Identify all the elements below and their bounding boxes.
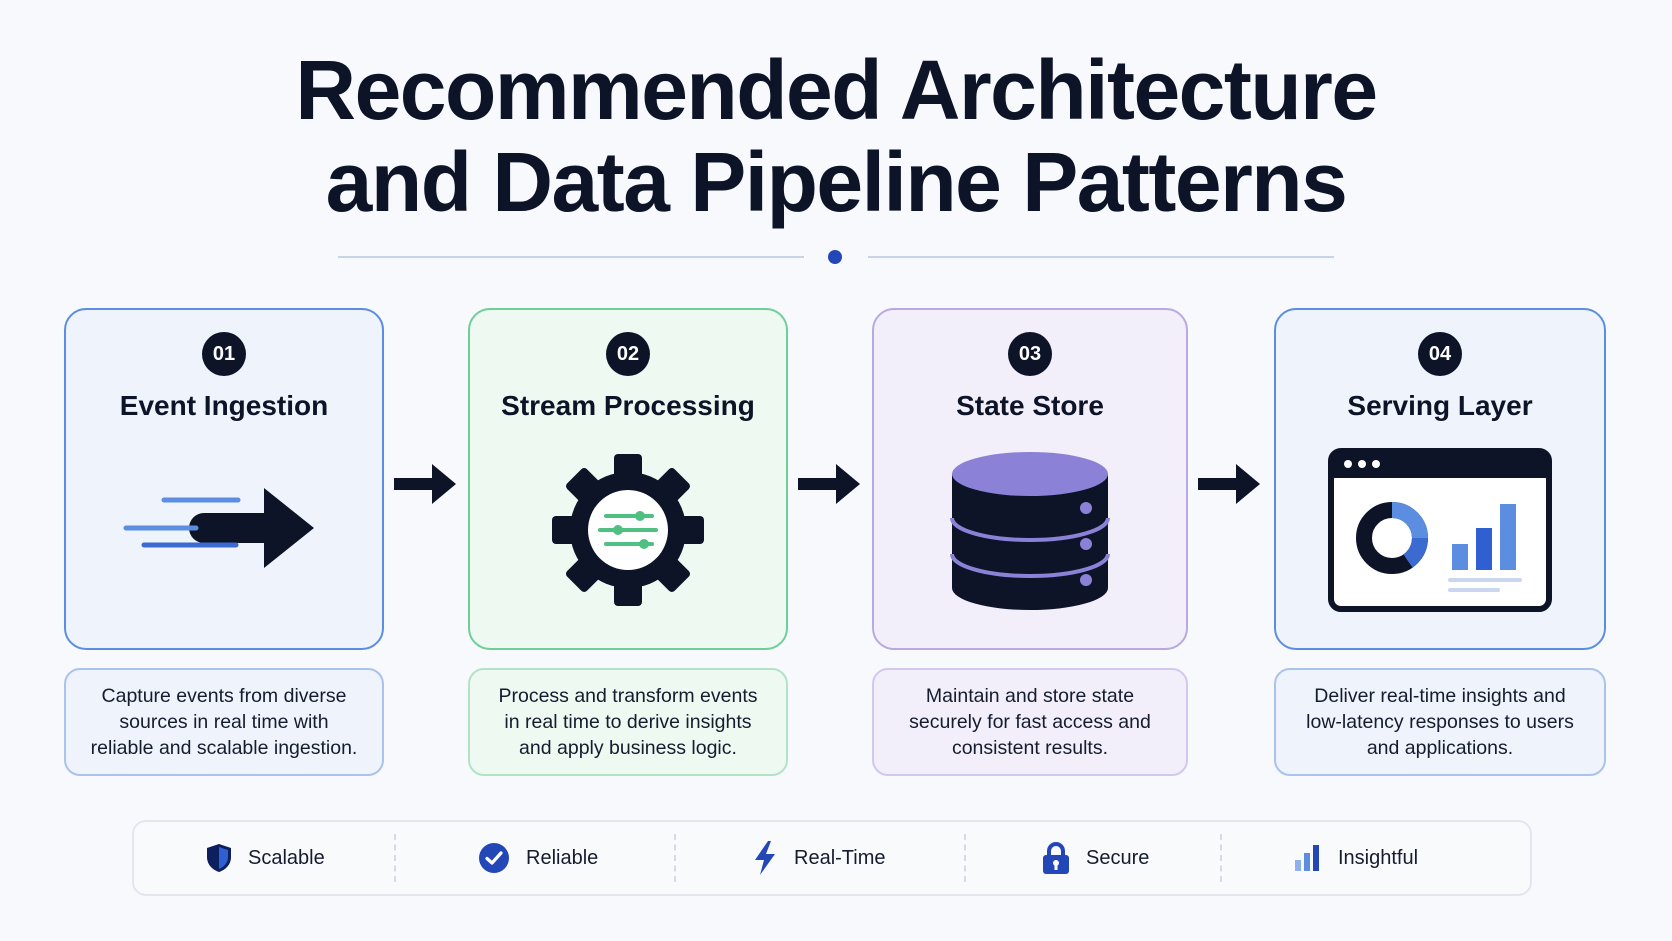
step-title: Event Ingestion (119, 390, 329, 421)
feature-separator (674, 834, 676, 882)
feature-real-time: Real-Time (752, 822, 886, 894)
lock-icon (1043, 842, 1069, 874)
lightning-icon (755, 841, 775, 875)
page-title: Recommended Architecture and Data Pipeli… (0, 44, 1672, 228)
divider-dot (828, 250, 842, 264)
description-line: Process and transform events (498, 685, 758, 707)
step-card-serving-layer: 04 Serving Layer (1274, 308, 1606, 650)
step-description-state-store: Maintain and store state securely for fa… (872, 668, 1188, 776)
feature-label: Real-Time (794, 846, 886, 869)
description-line: reliable and scalable ingestion. (90, 737, 358, 759)
flow-arrow-2 (798, 464, 860, 504)
feature-separator (964, 834, 966, 882)
step-description-stream-processing: Process and transform events in real tim… (468, 668, 788, 776)
step-number-badge: 03 (1008, 332, 1052, 376)
gear-sliders-icon (552, 454, 704, 606)
description-line: and apply business logic. (519, 737, 737, 759)
feature-scalable: Scalable (206, 822, 325, 894)
step-number-badge: 04 (1418, 332, 1462, 376)
step-title: Serving Layer (1347, 390, 1533, 421)
step-card-event-ingestion: 01 Event Ingestion (64, 308, 384, 650)
step-card-state-store: 03 State Store (872, 308, 1188, 650)
feature-label: Reliable (526, 846, 599, 869)
check-circle-icon (479, 843, 509, 873)
dashboard-window-icon (1328, 448, 1552, 612)
feature-label: Secure (1086, 846, 1150, 869)
description-line: consistent results. (951, 737, 1109, 759)
description-line: and applications. (1366, 737, 1514, 759)
divider-left (338, 256, 804, 258)
description-line: low-latency responses to users (1306, 711, 1574, 733)
description-line: in real time to derive insights (504, 711, 752, 733)
flow-arrow-3 (1198, 464, 1260, 504)
description-line: sources in real time with (119, 711, 329, 733)
feature-secure: Secure (1042, 822, 1149, 894)
step-title: State Store (956, 390, 1104, 421)
features-bar: Scalable Reliable Real-Time Secure (132, 820, 1532, 896)
bar-chart-icon (1295, 845, 1319, 871)
title-line-2: and Data Pipeline Patterns (325, 135, 1348, 229)
feature-reliable: Reliable (478, 822, 598, 894)
feature-separator (394, 834, 396, 882)
step-description-event-ingestion: Capture events from diverse sources in r… (64, 668, 384, 776)
step-number-badge: 02 (606, 332, 650, 376)
feature-label: Scalable (248, 846, 325, 869)
feature-label: Insightful (1338, 846, 1419, 869)
title-line-1: Recommended Architecture (295, 43, 1378, 137)
step-title: Stream Processing (501, 390, 755, 421)
step-description-serving-layer: Deliver real-time insights and low-laten… (1274, 668, 1606, 776)
description-line: Maintain and store state (925, 685, 1135, 707)
feature-insightful: Insightful (1294, 822, 1418, 894)
database-icon (950, 452, 1110, 610)
shield-icon (207, 844, 231, 872)
step-number-badge: 01 (202, 332, 246, 376)
arrow-right-speed-icon (123, 488, 314, 568)
step-card-stream-processing: 02 Stream Processing (468, 308, 788, 650)
flow-arrow-1 (394, 464, 456, 504)
description-line: Capture events from diverse (101, 685, 347, 707)
divider-right (868, 256, 1334, 258)
description-line: Deliver real-time insights and (1314, 685, 1566, 707)
description-line: securely for fast access and (909, 711, 1151, 733)
feature-separator (1220, 834, 1222, 882)
